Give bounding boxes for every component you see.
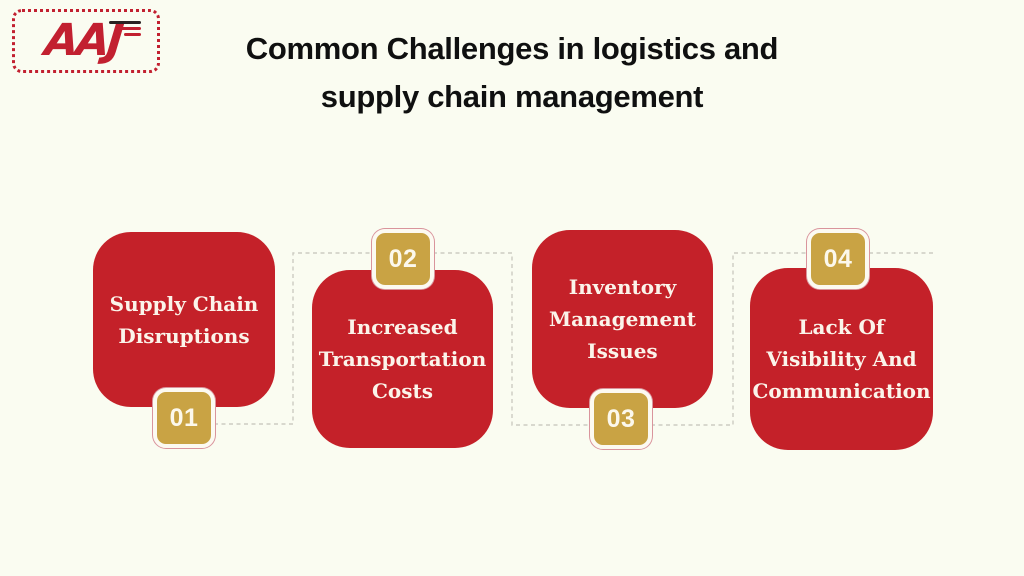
- page-title: Common Challenges in logistics and suppl…: [0, 25, 1024, 121]
- challenge-number-badge-2: 02: [372, 229, 434, 289]
- challenge-number-badge-4: 04: [807, 229, 869, 289]
- challenge-card-1-label: Supply Chain Disruptions: [110, 288, 259, 352]
- page-title-line-1: Common Challenges in logistics and: [245, 31, 779, 66]
- badge-number: 03: [606, 404, 636, 433]
- challenge-line: Issues: [587, 339, 658, 363]
- challenge-line: Costs: [371, 379, 433, 403]
- aaj-logo: AAJ: [12, 9, 160, 73]
- challenge-line: Disruptions: [118, 323, 250, 348]
- challenge-card-3-label: Inventory Management Issues: [549, 271, 696, 367]
- badge-number: 04: [823, 244, 853, 273]
- page-title-line-2: supply chain management: [320, 79, 704, 114]
- challenge-card-2-label: Increased Transportation Costs: [319, 311, 487, 407]
- badge-number: 01: [169, 403, 199, 432]
- challenge-line: Lack Of: [798, 315, 885, 339]
- challenge-card-3: Inventory Management Issues: [532, 230, 713, 408]
- challenge-card-4: Lack Of Visibility And Communication: [750, 268, 933, 450]
- challenge-number-badge-3: 03: [590, 389, 652, 449]
- challenge-line: Supply Chain: [109, 291, 259, 316]
- challenge-line: Transportation: [318, 347, 487, 371]
- badge-number: 02: [388, 244, 418, 273]
- challenge-line: Management: [549, 307, 696, 331]
- challenge-line: Communication: [752, 379, 931, 403]
- connector-line: [184, 252, 935, 426]
- challenge-line: Increased: [347, 315, 458, 339]
- challenge-number-badge-1: 01: [153, 388, 215, 448]
- challenge-line: Inventory: [568, 275, 677, 299]
- challenge-card-4-label: Lack Of Visibility And Communication: [752, 311, 930, 407]
- challenge-line: Visibility And: [766, 347, 917, 371]
- challenge-card-2: Increased Transportation Costs: [312, 270, 493, 448]
- challenge-card-1: Supply Chain Disruptions: [93, 232, 275, 407]
- logo-speed-lines-icon: [107, 21, 141, 36]
